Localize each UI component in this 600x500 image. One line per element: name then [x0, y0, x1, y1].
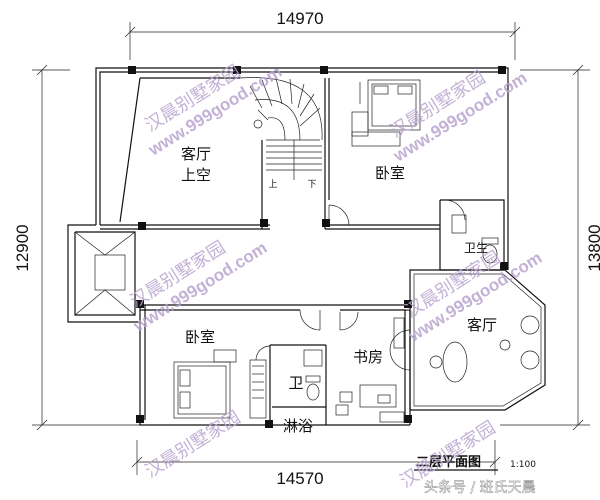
dimension-bottom: 14570: [276, 469, 323, 488]
stair-up-label: 上: [268, 179, 277, 190]
room-label-shower: 淋浴: [283, 417, 313, 435]
furniture-bedroom-top: [351, 79, 421, 147]
structural-columns: [128, 66, 508, 428]
dimension-top: 14970: [276, 9, 323, 28]
room-label-bath-right: 卫生: [464, 241, 488, 255]
room-label-bedroom-top: 卧室: [375, 164, 405, 182]
watermark-3: 汉晨别墅家园 www.999good.com: [127, 237, 271, 336]
room-label-living-void-1: 客厅: [181, 145, 211, 163]
furniture-living-right: [429, 315, 540, 383]
room-label-bath-small: 卫: [288, 374, 303, 392]
watermark-brand: 汉晨别墅家园: [142, 407, 245, 482]
bathroom-fixtures: [303, 214, 499, 401]
furniture-study: [335, 317, 405, 423]
drawing-scale: 1:100: [510, 460, 536, 470]
room-label-bedroom-left: 卧室: [185, 328, 215, 346]
watermark-5: 汉晨别墅家园: [142, 407, 245, 482]
stair-down-label: 下: [307, 180, 316, 190]
watermark-2: 汉晨别墅家园 www.999good.com: [387, 67, 531, 166]
dimension-right: 13800: [585, 224, 600, 271]
credit-text: 头条号 / 班氏天晨: [424, 479, 536, 496]
doors: [255, 199, 466, 371]
furniture-bedroom-left: [173, 349, 267, 419]
room-label-living-void-2: 上空: [181, 166, 211, 184]
drawing-title: 二层平面图: [416, 455, 481, 470]
staircase: [239, 77, 323, 180]
room-label-study: 书房: [353, 348, 383, 366]
dimension-lines: [32, 22, 590, 475]
dimension-left: 12900: [13, 224, 32, 271]
room-label-living-right: 客厅: [467, 316, 497, 334]
walls: [67, 67, 546, 426]
